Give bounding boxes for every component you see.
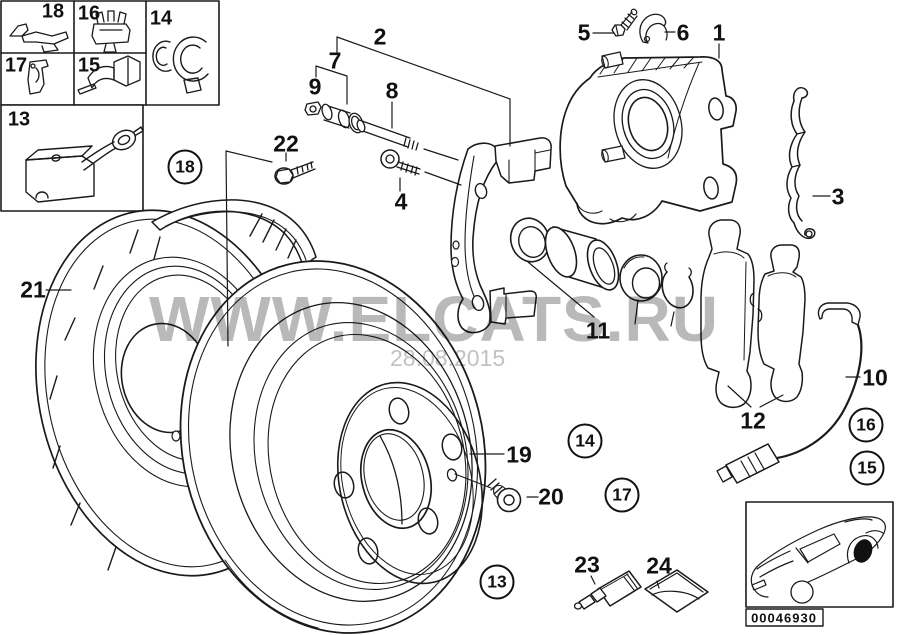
set-screw-drawing [487,478,522,513]
inset-label-13[interactable]: 13 [7,108,31,131]
callout-9[interactable]: 9 [308,73,322,100]
inset-label-16[interactable]: 16 [77,2,101,25]
abrasive-pack-drawing [644,569,709,613]
callout-23[interactable]: 23 [574,551,600,578]
callout-1[interactable]: 1 [712,19,726,46]
callout-4[interactable]: 4 [394,188,408,215]
inset-label-14[interactable]: 14 [149,7,173,30]
inset-part-18-drawing [9,23,69,53]
callout-22[interactable]: 22 [273,130,299,157]
callout-3[interactable]: 3 [831,183,845,210]
callout-8[interactable]: 8 [385,77,399,104]
bleeder-screw-drawing [611,8,668,44]
callout-2[interactable]: 2 [373,23,387,50]
callout-7[interactable]: 7 [328,47,342,74]
callout-19[interactable]: 19 [506,441,532,468]
circled-callout-13[interactable]: 13 [479,564,515,600]
brake-caliper-drawing [559,51,738,225]
circled-callout-18[interactable]: 18 [167,149,203,185]
callout-10[interactable]: 10 [862,364,888,391]
inset-part-15-drawing [77,55,141,95]
callout-5[interactable]: 5 [577,19,591,46]
circled-callout-15[interactable]: 15 [849,450,885,486]
inset-part-14-drawing [152,36,209,94]
callout-12[interactable]: 12 [740,407,766,434]
callout-6[interactable]: 6 [676,19,690,46]
wear-sensor-drawing [716,302,863,484]
guide-pin-group-drawing [274,101,421,185]
callout-24[interactable]: 24 [646,552,672,579]
diagram-number: 00046930 [751,610,817,626]
brake-disc-drawing [179,260,487,634]
inset-part-13-drawing [25,126,144,203]
grease-tube-drawing [573,570,642,610]
callout-11[interactable]: 11 [585,317,611,344]
leader-lines [45,31,861,589]
car-inset-drawing [745,501,894,627]
inset-label-15[interactable]: 15 [77,54,101,77]
inset-label-18[interactable]: 18 [41,0,65,23]
watermark-site: WWW.ELCATS.RU [149,283,719,355]
callout-21[interactable]: 21 [20,276,46,303]
circled-callout-17[interactable]: 17 [604,477,640,513]
circled-callout-16[interactable]: 16 [848,407,884,443]
watermark-date: 28.08.2015 [390,345,506,371]
inset-part-17-drawing [27,59,49,95]
brake-pads-drawing [700,219,806,409]
inset-label-17[interactable]: 17 [4,54,28,77]
spring-clip-drawing [786,87,816,240]
caliper-carrier-drawing [450,137,552,334]
inset-part-16-drawing [91,10,131,53]
circled-callout-14[interactable]: 14 [567,423,603,459]
callout-20[interactable]: 20 [538,483,564,510]
piston-kit-drawing [509,217,694,309]
